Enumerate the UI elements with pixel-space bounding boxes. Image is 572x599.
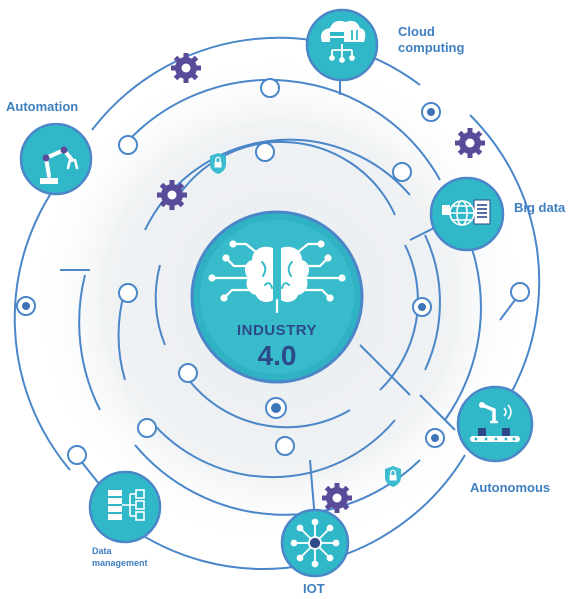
label-data-management: Data management [92, 546, 148, 568]
globe-document-icon [442, 199, 491, 226]
ring-nodes [67, 78, 530, 465]
shield-icon [385, 466, 401, 487]
label-autonomous: Autonomous [470, 480, 551, 495]
brain-circuit-icon [208, 240, 346, 314]
label-iot: IOT [303, 581, 325, 596]
node-iot [280, 508, 350, 578]
ring-dot-nodes [16, 102, 445, 448]
label-automation: Automation [6, 99, 79, 114]
outer-ring-right [469, 114, 541, 396]
node-big-data [429, 176, 505, 252]
ring-4-bottom [184, 374, 351, 429]
node-automation [19, 122, 93, 196]
gear-icon [322, 483, 352, 513]
gear-icon [171, 53, 201, 83]
center-title: INDUSTRY [236, 322, 318, 339]
center-hub [190, 210, 364, 384]
robot-arm-icon [40, 146, 79, 184]
server-network-icon [108, 489, 145, 521]
cloud-server-icon [321, 20, 366, 63]
center-version: 4.0 [257, 340, 297, 371]
ring-3-right [424, 234, 441, 371]
ring-4-left [154, 264, 166, 346]
gear-icon [157, 180, 187, 210]
ring-2 [119, 78, 441, 181]
network-hub-icon [290, 518, 340, 568]
gears [157, 53, 485, 513]
ring-2-left [78, 274, 101, 411]
ring-3-bottom [149, 419, 396, 478]
conveyor-robot-icon [470, 402, 520, 442]
ring-4-right [379, 244, 419, 391]
gear-icon [455, 128, 485, 158]
label-big-data: Big data [514, 200, 566, 215]
ring-2-bottom [134, 444, 421, 516]
ring-4 [169, 140, 396, 216]
shield-icon [210, 153, 226, 174]
node-data-management [88, 470, 162, 544]
node-autonomous [456, 385, 534, 463]
node-cloud-computing [305, 8, 379, 82]
label-cloud-computing: Cloud computing [398, 24, 465, 55]
outer-ring-left [13, 179, 71, 471]
